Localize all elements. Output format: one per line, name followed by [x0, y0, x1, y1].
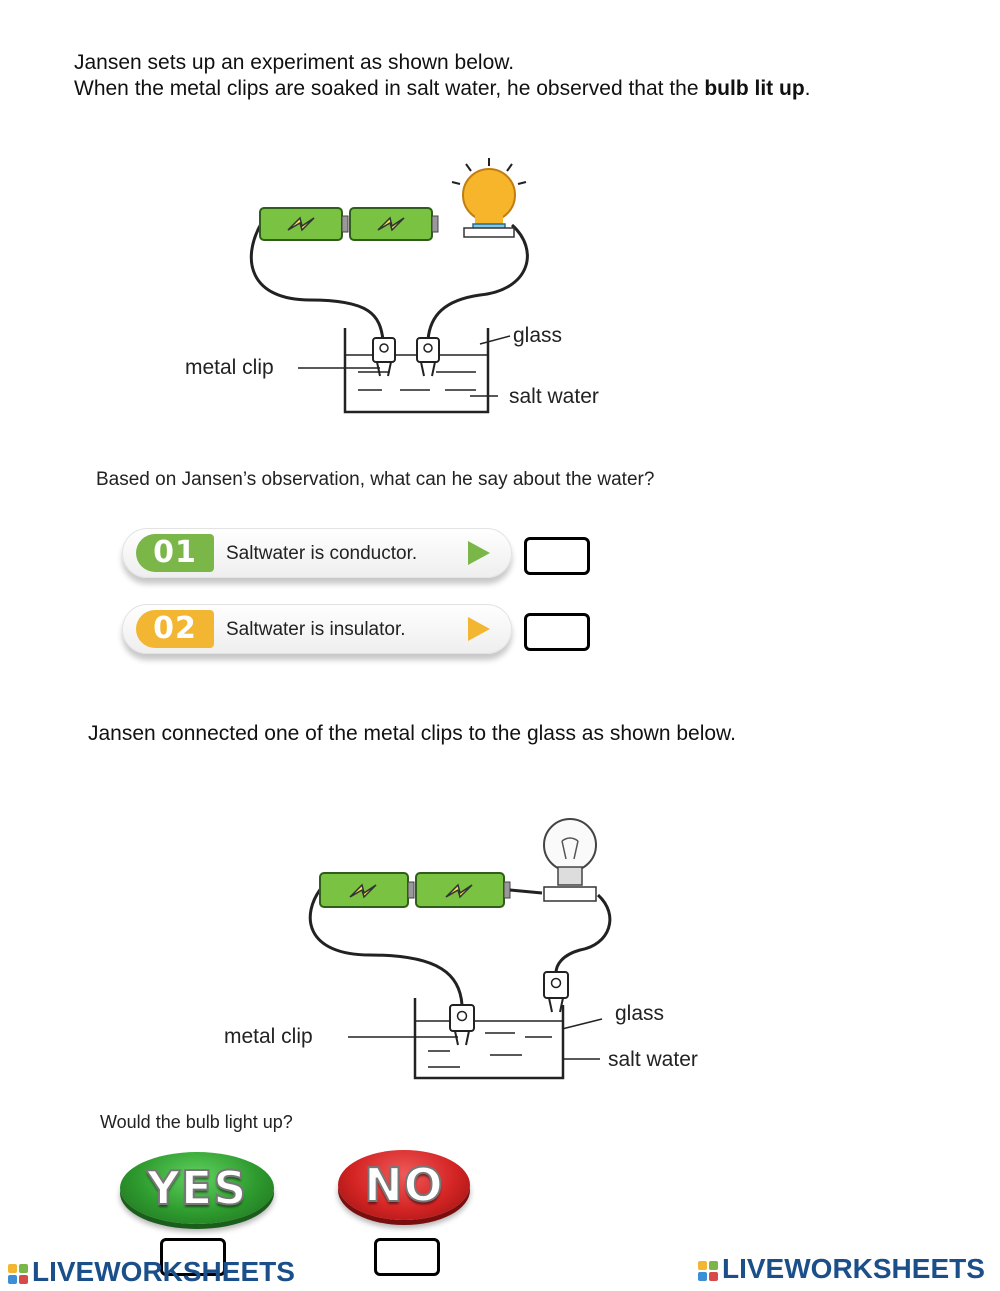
label-metal-clip: metal clip: [185, 356, 274, 379]
metal-clip-icon: [449, 1004, 475, 1046]
question-2-text: Would the bulb light up?: [100, 1112, 293, 1132]
label-glass-2: glass: [615, 1002, 665, 1025]
liveworksheets-logo-icon: [698, 1260, 718, 1281]
option-2[interactable]: 02 Saltwater is insulator.: [122, 604, 512, 654]
intro-text: Jansen sets up an experiment as shown be…: [74, 50, 811, 102]
question-1-text: Based on Jansen’s observation, what can …: [96, 469, 655, 490]
glass-container: [413, 998, 565, 1080]
no-button[interactable]: NO: [338, 1150, 470, 1220]
liveworksheets-logo-left: LIVEWORKSHEETS: [8, 1256, 295, 1288]
battery-icon: [349, 207, 439, 241]
circuit-diagram-glass: [308, 818, 612, 1080]
section-2-text: Jansen connected one of the metal clips …: [88, 722, 736, 745]
battery-icon: [415, 872, 511, 908]
yes-checkbox[interactable]: [160, 1238, 226, 1276]
metal-clip-icon: [543, 971, 569, 1013]
liveworksheets-logo-right: LIVEWORKSHEETS: [698, 1253, 985, 1285]
option-2-text: Saltwater is insulator.: [226, 619, 406, 640]
option-1-checkbox[interactable]: [524, 537, 590, 575]
metal-clip-icon: [416, 337, 440, 377]
lit-bulb-icon: [451, 158, 527, 238]
label-metal-clip-2: metal clip: [224, 1025, 313, 1048]
unlit-bulb-icon: [543, 818, 597, 902]
intro-line-1: Jansen sets up an experiment as shown be…: [74, 51, 515, 74]
play-arrow-icon: [468, 541, 490, 565]
battery-icon: [259, 207, 349, 241]
intro-line-2: When the metal clips are soaked in salt …: [74, 77, 811, 100]
circuit-diagram-lit: [249, 158, 529, 414]
option-1-number: 01: [136, 534, 214, 572]
metal-clip-icon: [372, 337, 396, 377]
option-1-text: Saltwater is conductor.: [226, 543, 418, 564]
battery-icon: [319, 872, 415, 908]
intro-bold-phrase: bulb lit up: [704, 77, 805, 100]
option-1[interactable]: 01 Saltwater is conductor.: [122, 528, 512, 578]
label-salt-water-2: salt water: [608, 1048, 698, 1071]
label-salt-water: salt water: [509, 385, 599, 408]
option-2-number: 02: [136, 610, 214, 648]
no-checkbox[interactable]: [374, 1238, 440, 1276]
yes-button[interactable]: YES: [120, 1152, 274, 1224]
play-arrow-icon: [468, 617, 490, 641]
label-glass: glass: [513, 324, 563, 347]
option-2-checkbox[interactable]: [524, 613, 590, 651]
liveworksheets-logo-icon: [8, 1263, 28, 1284]
